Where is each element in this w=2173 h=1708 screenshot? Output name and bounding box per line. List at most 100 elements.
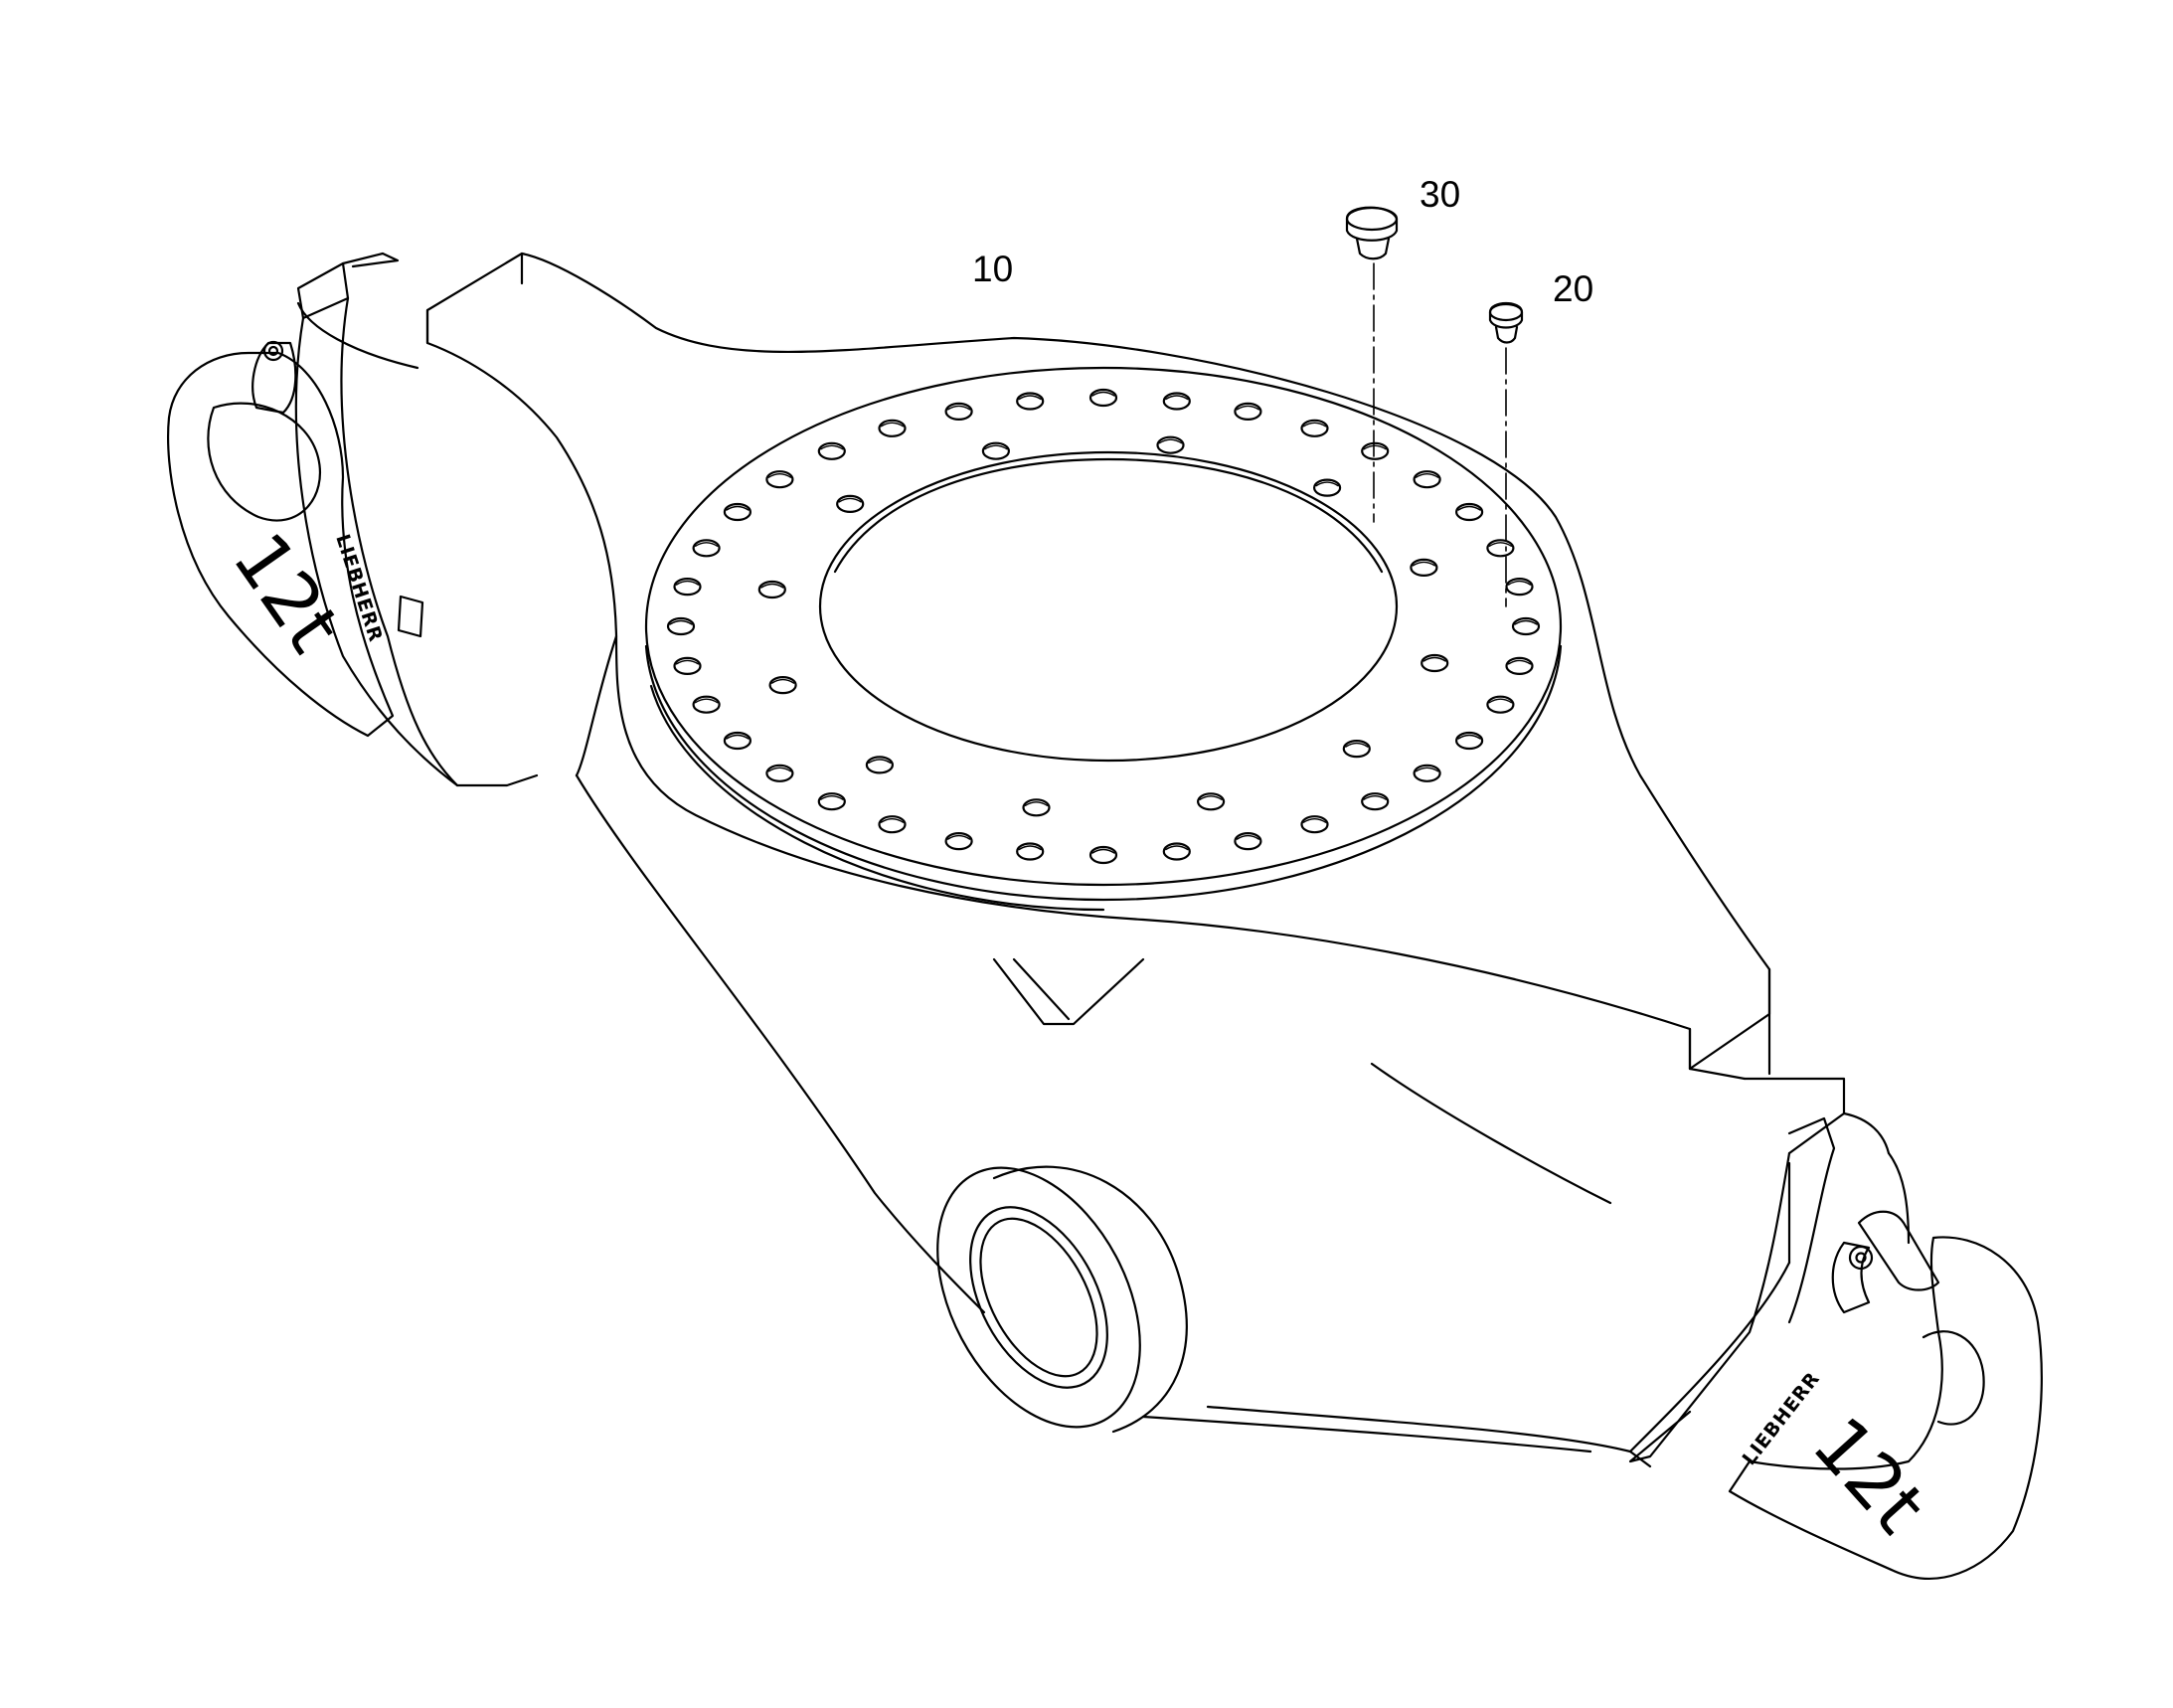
inner-bolt-hole (865, 756, 895, 774)
outer-bolt-hole (1234, 831, 1262, 851)
outer-bolt-hole-shade (1236, 405, 1260, 411)
outer-bolt-hole-shade (669, 619, 693, 625)
outer-bolt-hole (692, 695, 721, 714)
inner-bolt-hole (1410, 558, 1438, 578)
outer-bolt-hole (1454, 502, 1484, 522)
outer-bolt-hole-shade (1457, 734, 1481, 740)
plug-small (1488, 301, 1524, 344)
hook-right: 12t LIEBHERR (1628, 1111, 2043, 1580)
outer-bolt-hole (1361, 441, 1390, 460)
outer-bolt-hole-shade (1165, 395, 1189, 401)
inner-bolt-hole-shade (770, 678, 795, 684)
outer-bolt-hole-shade (675, 580, 700, 586)
outer-bolt-hole-shade (694, 698, 719, 704)
inner-bolt-hole (1022, 798, 1051, 817)
outer-bolt-hole-shade (1091, 391, 1115, 397)
outer-bolt-hole (1361, 792, 1390, 811)
hook-left: 12t LIEBHERR (167, 252, 539, 787)
outer-bolt-hole (878, 815, 907, 834)
outer-bolt-hole-shade (1018, 395, 1042, 401)
outer-bolt-hole (1234, 402, 1262, 421)
inner-bolt-hole (1342, 739, 1371, 759)
outer-bolt-hole-shade (1514, 619, 1538, 625)
outer-bolt-hole-shade (1488, 698, 1513, 704)
outer-bolt-hole (765, 764, 794, 782)
flange-ring (644, 366, 1563, 912)
callout-plug-small: 20 (1553, 268, 1593, 309)
outer-bolt-hole (944, 831, 973, 851)
outer-bolt-hole (1162, 392, 1191, 411)
outer-bolt-hole (1300, 419, 1329, 437)
hook-right-capacity: 12t (1796, 1401, 1941, 1549)
outer-bolt-hole-shade (1457, 505, 1481, 511)
inner-bolt-hole-shade (1315, 481, 1339, 487)
outer-bolt-hole-shade (1507, 580, 1532, 586)
outer-bolt-hole (673, 577, 702, 597)
outer-bolt-hole-shade (880, 422, 905, 427)
inner-bolt-hole-shade (1345, 742, 1369, 748)
inner-bolt-hole-shade (984, 444, 1008, 450)
outer-bolt-hole-shade (1165, 845, 1189, 851)
callout-body: 10 (972, 249, 1013, 289)
inner-bolt-hole (757, 580, 786, 599)
inner-bolt-hole (768, 675, 797, 695)
inner-bolt-hole-shade (1199, 795, 1223, 800)
outer-bolt-hole (1413, 764, 1441, 782)
outer-bolt-hole (1088, 388, 1118, 408)
outer-bolt-hole-shade (946, 405, 971, 411)
outer-bolt-hole (817, 441, 846, 460)
centre-lines (1373, 262, 1507, 607)
traverse-body (425, 252, 1846, 1468)
inner-bolt-hole (1196, 792, 1226, 811)
outer-bolt-hole (1454, 731, 1484, 751)
outer-bolt-hole-shade (1302, 422, 1327, 427)
outer-bolt-hole (1505, 577, 1534, 597)
inner-bolt-hole-shade (868, 759, 892, 765)
outer-bolt-hole-shade (820, 444, 844, 450)
inner-bolt-hole (1421, 653, 1449, 673)
outer-bolt-hole (878, 419, 907, 437)
outer-bolt-hole-shade (726, 734, 750, 740)
outer-bolt-hole-shade (880, 818, 905, 823)
outer-bolt-hole (1486, 539, 1515, 558)
inner-bolt-hole (836, 494, 865, 513)
outer-bolt-hole-shade (1363, 795, 1387, 800)
outer-bolt-hole (1413, 470, 1441, 489)
outer-bolt-hole-shade (1018, 845, 1042, 851)
outer-bolt-hole-shade (1415, 767, 1439, 772)
outer-bolt-hole-shade (694, 542, 719, 547)
inner-bolt-hole-shade (1412, 561, 1436, 567)
outer-bolt-hole (1511, 616, 1541, 636)
outer-bolt-hole-shade (946, 834, 971, 840)
outer-bolt-hole-shade (1507, 659, 1532, 665)
pin-bushing (936, 1165, 1188, 1434)
outer-bolt-hole (1486, 695, 1515, 714)
outer-bolt-hole-shade (1363, 444, 1387, 450)
outer-bolt-hole-shade (726, 505, 750, 511)
callout-plug-large: 30 (1420, 174, 1460, 215)
outer-bolt-hole (817, 792, 846, 811)
outer-bolt-hole (765, 470, 794, 489)
outer-bolt-hole-shade (767, 767, 792, 772)
inner-bolt-hole-shade (1024, 801, 1049, 806)
inner-bolt-hole-shade (1158, 438, 1183, 444)
outer-bolt-hole-shade (1488, 542, 1513, 547)
inner-bolt-hole-shade (1422, 656, 1446, 662)
outer-bolt-hole-shade (767, 473, 792, 478)
outer-bolt-hole (692, 539, 721, 558)
inner-bolt-hole-shade (760, 583, 784, 589)
outer-bolt-hole-shade (1302, 818, 1327, 823)
inner-bolt-hole-shade (838, 497, 862, 503)
outer-bolt-hole (1162, 842, 1191, 861)
outer-bolt-hole (944, 402, 973, 421)
inner-bolt-hole (1312, 478, 1342, 497)
outer-bolt-hole (1088, 845, 1118, 865)
outer-bolt-hole (673, 656, 702, 676)
outer-bolt-hole (1016, 842, 1045, 861)
outer-bolt-hole (1016, 392, 1045, 411)
outer-bolt-hole-shade (1236, 834, 1260, 840)
outer-bolt-hole-shade (1091, 848, 1115, 854)
outer-bolt-hole (666, 616, 696, 636)
